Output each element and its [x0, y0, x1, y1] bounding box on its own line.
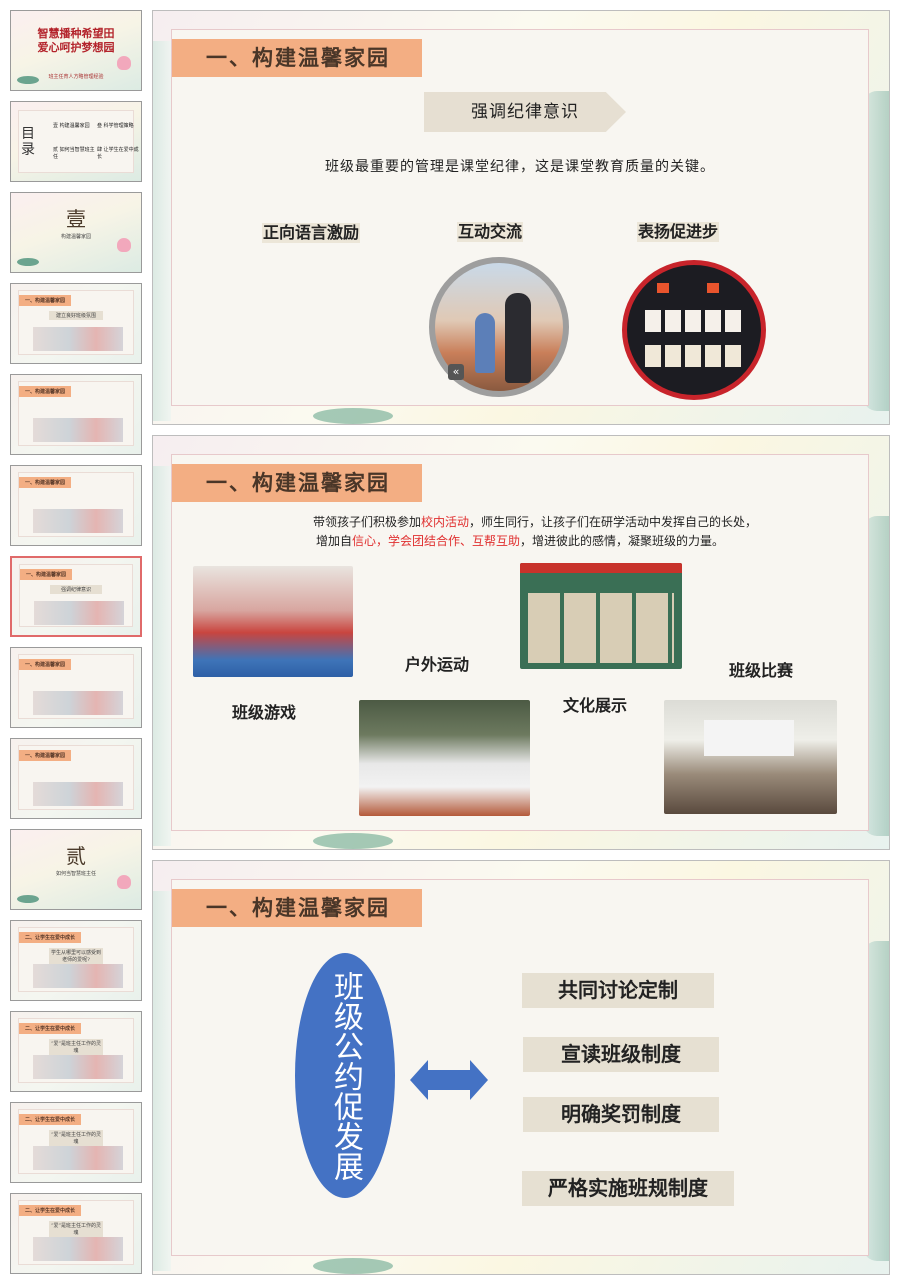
slide-thumbnail[interactable]: 一、构建温馨家园建立良好班级氛围	[10, 283, 142, 364]
thumb-chevron: “爱”是班主任工作的灵魂	[49, 1130, 103, 1146]
ellipse-text: 班级公约促发展	[328, 970, 363, 1181]
label-interaction: 互动交流	[457, 222, 524, 242]
class-convention-ellipse: 班级公约促发展	[295, 953, 395, 1198]
double-arrow-icon	[410, 1060, 488, 1100]
thumb-header: 一、构建温馨家园	[19, 477, 72, 488]
slide-thumbnail[interactable]: 智慧播种希望田爱心呵护梦想园班主任育人方略管理经验	[10, 10, 142, 91]
slide-thumbnail[interactable]: 一、构建温馨家园	[10, 647, 142, 728]
slide-card: 一、构建温馨家园 班级公约促发展 共同讨论定制 宣读班级制度 明确奖罚制度 严格…	[171, 879, 869, 1256]
text: ，增进彼此的感情，凝聚班级的力量。	[520, 534, 725, 548]
slide-thumbnail[interactable]: 二、让学生在爱中成长 “爱”是班主任工作的灵魂	[10, 1193, 142, 1274]
section-header: 一、构建温馨家园	[172, 889, 422, 927]
slide-thumbnail[interactable]: 一、构建温馨家园	[10, 374, 142, 455]
slide-thumbnail[interactable]: 一、构建温馨家园	[10, 738, 142, 819]
culture-display-photo	[520, 563, 682, 669]
praise-wall-photo	[622, 260, 766, 400]
label-positive-language: 正向语言激励	[262, 223, 361, 243]
label-contest: 班级比赛	[729, 661, 794, 680]
section-header: 一、构建温馨家园	[172, 464, 422, 502]
class-contest-photo	[664, 700, 837, 814]
slide-card: 一、构建温馨家园 带领孩子们积极参加校内活动，师生同行，让孩子们在研学活动中发挥…	[171, 454, 869, 831]
thumb-toc-item: 壹 构建温馨家园	[53, 123, 90, 129]
outdoor-sport-photo	[359, 700, 530, 816]
thumb-toc-item: 贰 如何当智慧班主任	[53, 147, 95, 160]
thumb-heading: 目录	[21, 126, 35, 158]
thumb-chevron: 强调纪律意识	[50, 585, 102, 594]
slide-card: 一、构建温馨家园 强调纪律意识 班级最重要的管理是课堂纪律，这是课堂教育质量的关…	[171, 29, 869, 406]
text: ，师生同行，让孩子们在研学活动中发挥自己的长处，	[469, 515, 758, 529]
label-game: 班级游戏	[232, 703, 297, 722]
rule-item: 宣读班级制度	[523, 1037, 719, 1072]
thumb-subtitle: 如何当智慧班主任	[55, 871, 96, 877]
highlight-text: 校内活动	[420, 515, 469, 529]
section-header: 一、构建温馨家园	[172, 39, 422, 77]
thumb-header: 二、让学生在爱中成长	[19, 1023, 82, 1034]
text: 增加自	[315, 534, 352, 548]
slide-2: 一、构建温馨家园 带领孩子们积极参加校内活动，师生同行，让孩子们在研学活动中发挥…	[152, 435, 890, 850]
thumb-chevron: “爱”是班主任工作的灵魂	[49, 1221, 103, 1237]
thumb-title: 爱心呵护梦想园	[37, 41, 115, 54]
text: 带领孩子们积极参加	[312, 515, 421, 529]
class-game-photo	[193, 566, 353, 677]
thumb-chevron: “爱”是班主任工作的灵魂	[49, 1039, 103, 1055]
prev-arrow-icon[interactable]: «	[448, 364, 464, 380]
thumb-subtitle: 班主任育人方略管理经验	[48, 74, 104, 80]
topic-chevron: 强调纪律意识	[424, 92, 626, 132]
slide-thumbnail[interactable]: 二、让学生在爱中成长学生从哪里可以感受到老师的爱呢?	[10, 920, 142, 1001]
thumb-toc-item: 肆 让学生在爱中成长	[97, 147, 139, 160]
slide-1: 一、构建温馨家园 强调纪律意识 班级最重要的管理是课堂纪律，这是课堂教育质量的关…	[152, 10, 890, 425]
thumb-toc-item: 叁 科学管理策略	[97, 123, 134, 129]
thumb-chevron: 学生从哪里可以感受到老师的爱呢?	[49, 948, 103, 964]
intro-paragraph: 带领孩子们积极参加校内活动，师生同行，让孩子们在研学活动中发挥自己的长处， 增加…	[172, 513, 868, 551]
slide-thumbnail[interactable]: 二、让学生在爱中成长 “爱”是班主任工作的灵魂	[10, 1102, 142, 1183]
thumb-header: 一、构建温馨家园	[19, 659, 72, 670]
thumb-header: 一、构建温馨家园	[19, 750, 72, 761]
thumb-header: 二、让学生在爱中成长	[19, 1114, 82, 1125]
thumb-header: 一、构建温馨家园	[20, 569, 73, 580]
slide-thumbnail[interactable]: 二、让学生在爱中成长 “爱”是班主任工作的灵魂	[10, 1011, 142, 1092]
rule-item: 严格实施班规制度	[522, 1171, 734, 1206]
slide-3: 一、构建温馨家园 班级公约促发展 共同讨论定制 宣读班级制度 明确奖罚制度 严格…	[152, 860, 890, 1275]
slide-thumbnail[interactable]: 目录 壹 构建温馨家园 叁 科学管理策略贰 如何当智慧班主任肆 让学生在爱中成长	[10, 101, 142, 182]
thumb-header: 一、构建温馨家园	[19, 386, 72, 397]
thumb-header: 一、构建温馨家园	[19, 295, 72, 306]
label-outdoor: 户外运动	[405, 655, 470, 674]
label-praise: 表扬促进步	[637, 222, 720, 242]
thumb-chevron: 建立良好班级氛围	[49, 311, 103, 320]
slide-thumbnail[interactable]: 贰如何当智慧班主任	[10, 829, 142, 910]
thumb-title: 智慧播种希望田	[37, 27, 115, 40]
label-culture: 文化展示	[563, 696, 628, 715]
thumb-header: 二、让学生在爱中成长	[19, 1205, 82, 1216]
sentence: 班级最重要的管理是课堂纪律，这是课堂教育质量的关键。	[325, 159, 715, 175]
slide-thumbnail[interactable]: 一、构建温馨家园强调纪律意识	[10, 556, 142, 637]
thumb-header: 二、让学生在爱中成长	[19, 932, 82, 943]
rule-item: 明确奖罚制度	[523, 1097, 719, 1132]
rule-item: 共同讨论定制	[522, 973, 714, 1008]
thumb-numeral: 贰	[66, 844, 86, 868]
slide-thumbnail[interactable]: 壹构建温馨家园	[10, 192, 142, 273]
slide-thumbnail[interactable]: 一、构建温馨家园	[10, 465, 142, 546]
thumb-subtitle: 构建温馨家园	[60, 234, 91, 240]
highlight-text: 信心，学会团结合作、互帮互助	[351, 534, 520, 548]
thumb-numeral: 壹	[66, 207, 86, 231]
